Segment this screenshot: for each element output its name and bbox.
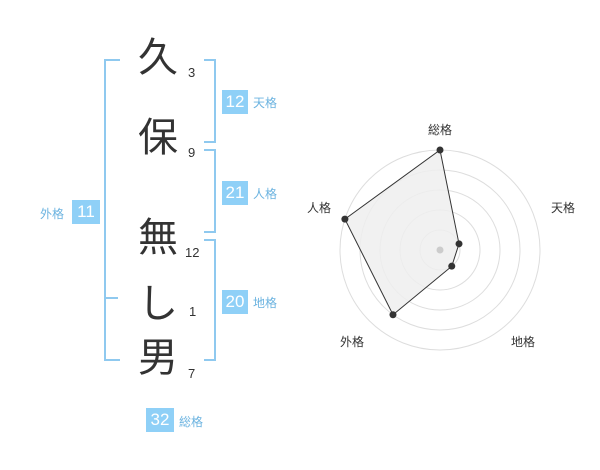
radar-point-4: [389, 311, 397, 319]
jinkaku-label: 人格: [253, 187, 278, 201]
tenkaku-bracket: [204, 59, 216, 143]
stroke-count-2: 9: [188, 145, 196, 160]
radar-axis-label-gaikaku: 外格: [340, 335, 365, 349]
name-char-4: し: [138, 281, 178, 327]
radar-axis-label-soukaku: 総格: [428, 123, 453, 137]
radar-axis-label-jinkaku: 人格: [307, 201, 332, 215]
radar-point-3: [448, 262, 456, 270]
chikaku-label: 地格: [253, 296, 278, 310]
stroke-count-3: 12: [185, 245, 200, 260]
gaikaku-value: 11: [72, 200, 100, 224]
radar-axis-label-chikaku: 地格: [511, 335, 536, 349]
gaikaku-label: 外格: [40, 207, 65, 221]
stroke-count-5: 7: [188, 366, 196, 381]
name-char-2: 保: [138, 115, 178, 161]
stroke-count-1: 3: [188, 65, 196, 80]
radar-point-1: [436, 146, 444, 154]
stroke-count-4: 1: [189, 304, 197, 319]
radar-series-polygon: [344, 149, 460, 316]
tenkaku-label: 天格: [253, 96, 278, 110]
name-char-3: 無: [138, 215, 178, 261]
name-char-1: 久: [138, 35, 178, 81]
gaikaku-bracket: [104, 59, 120, 361]
radar-center-point: [436, 246, 444, 254]
gaikaku-bracket-mid-tick: [104, 297, 118, 299]
soukaku-value: 32: [146, 408, 174, 432]
jinkaku-value: 21: [222, 181, 248, 205]
chikaku-bracket: [204, 239, 216, 361]
soukaku-label: 総格: [179, 415, 204, 429]
radar-axis-label-tenkaku: 天格: [551, 201, 576, 215]
name-char-5: 男: [138, 335, 178, 381]
radar-point-5: [341, 215, 349, 223]
chikaku-value: 20: [222, 290, 248, 314]
tenkaku-value: 12: [222, 90, 248, 114]
radar-point-2: [455, 240, 463, 248]
jinkaku-bracket: [204, 149, 216, 233]
